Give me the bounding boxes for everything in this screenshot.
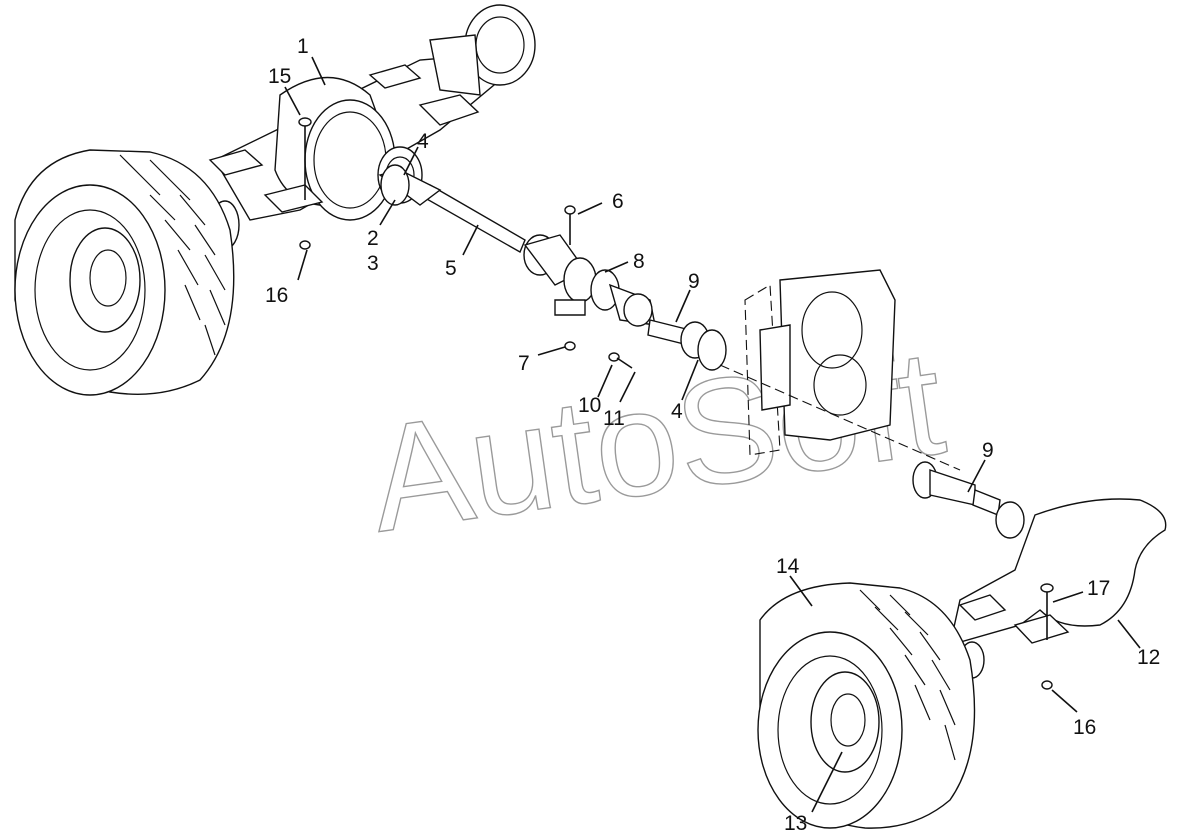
front-mount-bolt	[298, 117, 312, 250]
callout-5: 5	[445, 257, 457, 280]
callout-4: 4	[417, 130, 429, 153]
callout-12: 12	[1137, 646, 1160, 669]
callout-2: 2	[367, 227, 379, 250]
callout-3: 3	[367, 252, 379, 275]
rear-right-wheel	[757, 582, 976, 829]
callout-1: 1	[297, 35, 309, 58]
transmission-gearbox	[719, 269, 961, 471]
callout-6: 6	[612, 190, 624, 213]
callout-15: 15	[268, 65, 291, 88]
callout-9b: 9	[982, 439, 994, 462]
callout-4b: 4	[671, 400, 683, 423]
callout-13: 13	[784, 812, 807, 835]
leader-lines	[284, 56, 1141, 813]
callout-16: 16	[265, 284, 288, 307]
front-propeller-shaft	[378, 164, 587, 286]
callout-17: 17	[1087, 577, 1110, 600]
rear-axle-housing	[949, 498, 1167, 679]
callout-9: 9	[688, 270, 700, 293]
callout-8: 8	[633, 250, 645, 273]
center-bearing-coupling	[554, 257, 656, 327]
front-left-wheel	[14, 149, 235, 396]
callout-14: 14	[776, 555, 800, 578]
rear-propeller-shaft	[912, 461, 1025, 539]
callout-7: 7	[518, 352, 530, 375]
callout-11: 11	[603, 407, 625, 430]
intermediate-shaft	[647, 319, 727, 371]
callout-16b: 16	[1073, 716, 1096, 739]
bearing-bolt	[564, 205, 576, 351]
front-axle-housing	[208, 4, 536, 250]
rear-mount-bolt	[1040, 583, 1054, 690]
callout-10: 10	[578, 394, 601, 417]
small-bolt	[608, 352, 633, 369]
